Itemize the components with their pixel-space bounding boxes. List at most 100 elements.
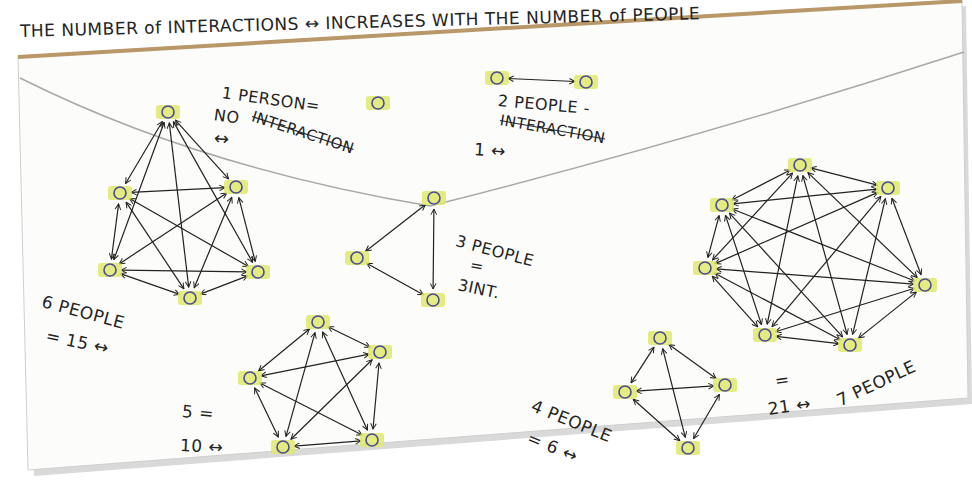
highlight-mark [693,261,717,275]
person-circle [716,199,728,211]
person-circle [312,316,324,328]
interaction-arrow [294,441,361,446]
person-circle [580,76,592,88]
interaction-arrow [120,274,179,295]
interaction-arrow [126,202,184,289]
interaction-arrow [733,189,877,204]
person-circle [374,346,386,358]
interaction-arrow [259,329,310,371]
interaction-arrow [328,327,370,347]
interaction-arrow [291,360,372,440]
interaction-arrow [373,363,379,429]
highlight-mark [368,345,392,359]
person-circle [794,159,806,171]
interaction-arrow [131,188,225,193]
person-circle [366,434,378,446]
count-note: 1 ↔ [473,140,506,162]
interaction-arrow [286,333,315,437]
interaction-arrow [732,170,790,200]
person-circle [427,294,439,306]
highlight-mark [360,433,384,447]
highlight-mark [238,371,262,385]
interaction-symbol: ↔ [213,128,230,150]
person-circle [277,441,289,453]
interaction-arrow [636,386,714,391]
interaction-arrow [726,215,762,324]
interaction-arrow [130,199,249,267]
interaction-arrow [694,395,720,439]
envelope-edge [18,1,962,57]
highlight-mark [108,186,132,200]
highlight-mark [422,191,446,205]
interaction-arrow [803,176,847,335]
highlight-mark [271,440,295,454]
interaction-arrow [367,263,424,294]
person-circle [919,279,931,291]
highlight-mark [788,158,812,172]
highlight-mark [178,291,202,305]
person-circle [654,332,666,344]
person-circle [230,181,242,193]
interaction-arrow [732,209,915,281]
interaction-arrow [323,332,368,430]
interaction-arrow [708,216,719,258]
interaction-arrow [712,276,757,327]
interaction-arrow [126,122,163,184]
interaction-arrow [121,270,247,272]
highlight-mark [98,263,122,277]
interaction-arrow [169,123,188,287]
person-circle [699,262,711,274]
highlight-mark [574,75,598,89]
count-note: 10 ↔ [179,436,223,458]
highlight-mark [710,198,734,212]
interaction-arrow [808,173,917,278]
person-circle [428,192,440,204]
person-circle [252,266,264,278]
interaction-arrow [631,347,654,383]
interaction-arrow [111,204,118,259]
highlight-mark [306,315,330,329]
person-circle [491,72,503,84]
interaction-arrow [853,199,886,335]
highlight-mark [838,338,862,352]
interaction-arrow [119,193,227,264]
highlight-mark [676,441,700,455]
highlight-mark [753,328,777,342]
person-circle [759,329,771,341]
interaction-arrow [366,205,426,251]
interaction-arrow [729,213,842,337]
interaction-arrow [260,383,362,435]
interaction-arrow [633,399,680,440]
highlight-mark [156,105,180,119]
highlight-mark [421,293,445,307]
person-circle [114,187,126,199]
highlight-mark [366,96,390,110]
person-circle [244,372,256,384]
person-circle [719,379,731,391]
interaction-arrow [239,198,255,262]
person-circle [882,182,894,194]
highlight-mark [613,385,637,399]
interaction-arrow [261,354,369,376]
interaction-arrow [892,198,921,274]
highlight-mark [713,378,737,392]
highlight-mark [913,278,937,292]
highlight-mark [224,180,248,194]
person-circle [351,252,363,264]
person-circle [372,97,384,109]
person-circle [682,442,694,454]
person-circle [184,292,196,304]
group-label: 5 = [181,402,215,424]
interaction-arrow [859,292,917,338]
caption-note: NO [213,106,241,128]
interaction-arrow [663,349,686,438]
interaction-arrow [200,276,247,294]
highlight-mark [345,251,369,265]
highlight-mark [648,331,672,345]
count-note: = [774,370,791,391]
interaction-arrow [811,168,878,185]
interaction-arrow [508,79,575,82]
interaction-arrow [433,209,435,289]
highlight-mark [485,71,509,85]
